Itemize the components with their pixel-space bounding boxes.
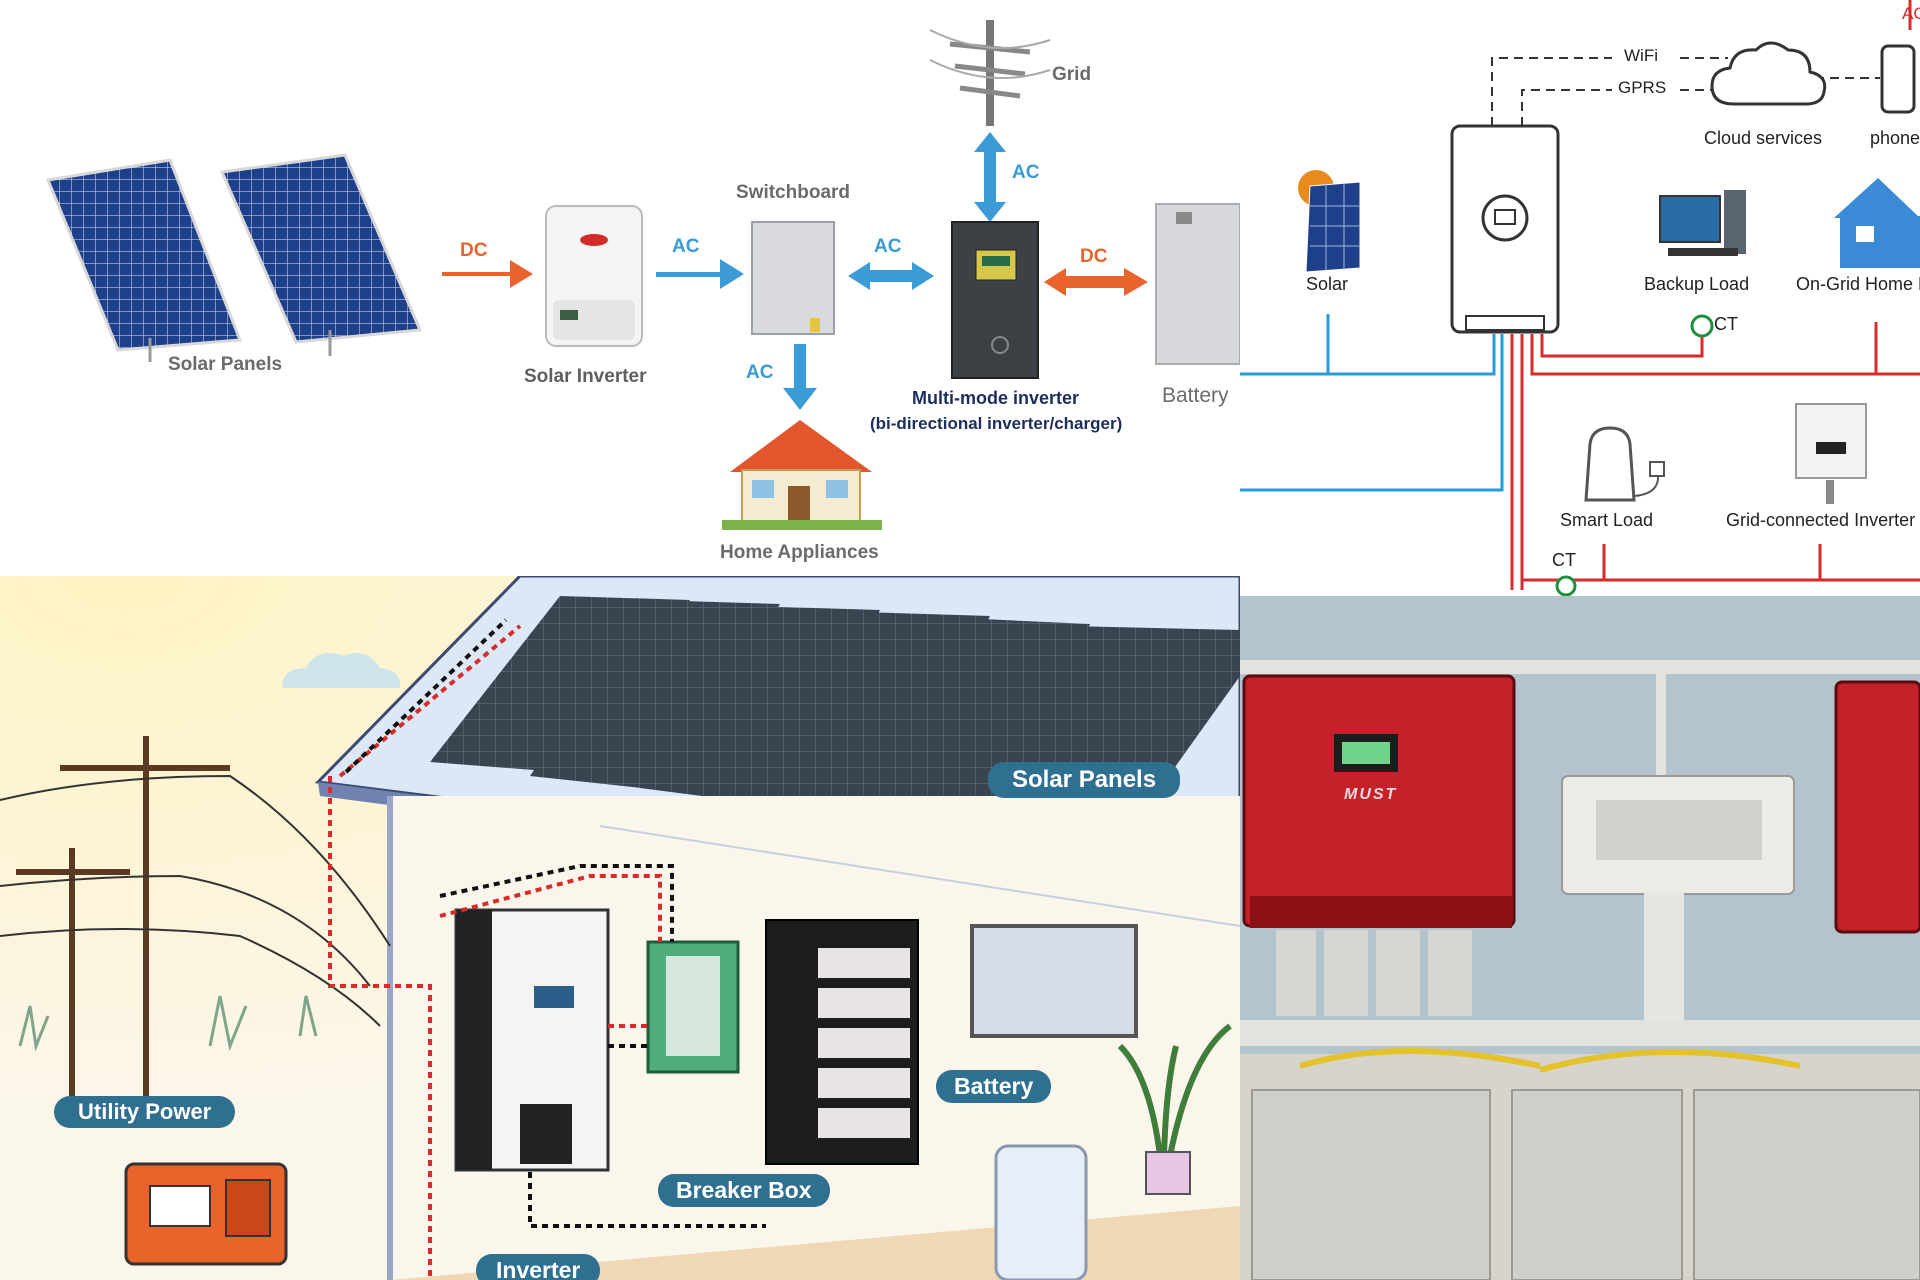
label-grid: Grid bbox=[1052, 64, 1092, 85]
arrow-ac-2 bbox=[848, 262, 934, 290]
grid-tower-icon bbox=[929, 20, 1051, 126]
label-solar-inverter: Solar Inverter bbox=[524, 366, 647, 387]
label-gprs: GPRS bbox=[1618, 78, 1667, 97]
inverter-unit bbox=[454, 908, 610, 1172]
ct-icon-1 bbox=[1690, 314, 1714, 338]
tag-battery: Battery bbox=[936, 1070, 1052, 1103]
photo-breaker-box bbox=[1561, 775, 1795, 1020]
red-wiring bbox=[328, 624, 662, 1280]
hybrid-inverter-unit bbox=[1450, 124, 1560, 334]
brand-label: MUST bbox=[1344, 786, 1398, 803]
arrow-ac-down bbox=[783, 344, 817, 410]
cloud-icon bbox=[1710, 41, 1827, 106]
battery-bank bbox=[1240, 1048, 1920, 1280]
label-backup-load: Backup Load bbox=[1644, 274, 1750, 294]
multimode-inverter-unit bbox=[951, 221, 1039, 379]
black-wiring bbox=[344, 618, 766, 1228]
breaker-box-unit bbox=[646, 940, 740, 1074]
label-multimode-sub: (bi-directional inverter/charger) bbox=[870, 414, 1123, 433]
red-wires bbox=[1510, 322, 1920, 590]
battery-rack-unit bbox=[765, 919, 919, 1165]
chair-shape bbox=[994, 1144, 1088, 1280]
label-cloud: Cloud services bbox=[1704, 128, 1823, 148]
ct-icon-2 bbox=[1555, 575, 1577, 596]
illustration-house-system: Solar Panels Utility Power Battery Break… bbox=[0, 576, 1240, 1280]
blue-wires bbox=[1240, 314, 1504, 492]
tag-utility-power: Utility Power bbox=[54, 1096, 236, 1128]
home-icon bbox=[1834, 178, 1920, 268]
computer-icon bbox=[1659, 190, 1746, 256]
label-dc-2: DC bbox=[1080, 246, 1108, 267]
diagram-hybrid-wiring: AC WiFi GPRS Cloud services phone Solar … bbox=[1240, 0, 1920, 596]
label-dc-1: DC bbox=[460, 240, 488, 261]
label-grid-inverter: Grid-connected Inverter bbox=[1726, 510, 1916, 530]
generator-icon bbox=[124, 1162, 288, 1266]
plant-icon bbox=[1117, 1023, 1232, 1195]
arrow-dc-1 bbox=[442, 260, 533, 288]
label-ongrid-home: On-Grid Home L bbox=[1796, 274, 1920, 294]
grass bbox=[18, 995, 318, 1052]
label-wifi: WiFi bbox=[1624, 46, 1658, 65]
label-phone: phone bbox=[1870, 128, 1920, 148]
battery-unit bbox=[1155, 203, 1240, 365]
label-smart-load: Smart Load bbox=[1560, 510, 1654, 530]
hybrid-inverter-right bbox=[1834, 680, 1920, 934]
label-solar: Solar bbox=[1306, 274, 1349, 294]
diagram-multimode-drawing bbox=[45, 20, 1240, 530]
label-ct-1: CT bbox=[1714, 314, 1738, 334]
house-icon bbox=[722, 420, 882, 530]
arrow-ac-1 bbox=[656, 259, 744, 289]
phone-icon bbox=[1880, 44, 1916, 114]
grid-inverter-unit bbox=[1795, 403, 1867, 504]
solar-icon bbox=[1298, 170, 1361, 273]
hybrid-inverter-left bbox=[1242, 674, 1516, 1016]
tag-solar-panels: Solar Panels bbox=[988, 762, 1181, 798]
window-shape bbox=[970, 924, 1138, 1038]
solar-panel-array bbox=[45, 153, 423, 362]
label-battery-top: Battery bbox=[1162, 384, 1229, 407]
house-illustration-drawing bbox=[0, 576, 1240, 1280]
label-ac-1: AC bbox=[672, 236, 700, 257]
comm-lines bbox=[1491, 57, 1880, 126]
label-ac-down: AC bbox=[746, 362, 774, 383]
hybrid-wiring-drawing bbox=[1240, 0, 1920, 596]
solar-inverter-unit bbox=[545, 205, 643, 347]
label-multimode-inverter: Multi-mode inverter bbox=[912, 388, 1080, 408]
diagram-multimode-system: Solar Panels DC Solar Inverter AC Switch… bbox=[0, 0, 1240, 576]
label-corner-ac: AC bbox=[1902, 4, 1920, 23]
arrow-ac-grid bbox=[974, 132, 1006, 222]
power-lines bbox=[0, 774, 391, 1027]
label-ac-2: AC bbox=[874, 236, 902, 257]
utility-pole-icon bbox=[16, 736, 230, 1096]
switchboard-unit bbox=[751, 221, 835, 335]
label-solar-panels: Solar Panels bbox=[168, 354, 283, 375]
kettle-icon bbox=[1584, 426, 1665, 502]
photo-installation: MUST bbox=[1240, 596, 1920, 1280]
arrow-dc-2 bbox=[1044, 268, 1148, 296]
label-home-appliances: Home Appliances bbox=[720, 542, 879, 563]
label-switchboard: Switchboard bbox=[736, 182, 851, 203]
tag-inverter: Inverter bbox=[476, 1254, 601, 1280]
photo-installation-drawing bbox=[1240, 596, 1920, 1280]
cloud-shape bbox=[282, 652, 401, 688]
label-ct-2: CT bbox=[1552, 550, 1576, 570]
tag-breaker-box: Breaker Box bbox=[658, 1174, 830, 1207]
label-ac-grid: AC bbox=[1012, 162, 1040, 183]
